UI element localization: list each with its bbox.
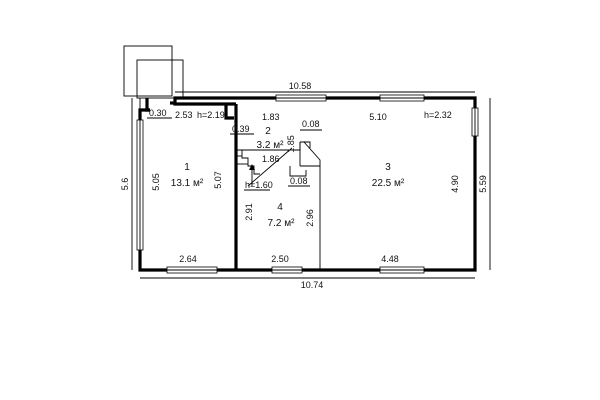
dim-room3-right: 4.90 [450, 175, 460, 193]
room3-area: 22.5 м² [372, 178, 405, 189]
porch-inner-outline [136, 59, 184, 99]
stair-steps [236, 149, 260, 175]
wall-stair-landing [289, 166, 307, 177]
windows [136, 94, 479, 274]
stairs [236, 147, 293, 187]
dim-top-overall: 10.58 [289, 81, 312, 91]
wall-stair-edge [300, 141, 311, 148]
dim-left-overall: 5.6 [120, 178, 130, 191]
stair-arrow-head [249, 164, 255, 170]
interior-walls [224, 104, 321, 270]
room4-number: 4 [277, 202, 283, 213]
room1-area: 13.1 м² [171, 178, 204, 189]
dim-step-039: 0.39 [232, 124, 250, 134]
room1-number: 1 [184, 162, 190, 173]
stair-dim-diagonal [247, 147, 293, 187]
room4-area: 7.2 м² [268, 218, 296, 229]
dim-porch-offset: 0.30 [149, 108, 167, 118]
dim-room3-bottom: 4.48 [381, 254, 399, 264]
room2-area: 3.2 м² [257, 140, 285, 151]
dim-step-008-bottom: 0.08 [290, 176, 308, 186]
stair-diagonal [303, 141, 321, 166]
dim-bottom-overall: 10.74 [301, 280, 324, 290]
dim-room1-right-wall: 5.07 [213, 171, 223, 189]
dimension-lines [131, 91, 491, 279]
porch [123, 45, 184, 118]
dim-room2-h: h=1.60 [245, 180, 273, 190]
dim-room2-width: 1.86 [262, 154, 280, 164]
dim-room4-right: 2.96 [305, 209, 315, 227]
dim-room1-bottom: 2.64 [179, 254, 197, 264]
dim-room4-bottom: 2.50 [271, 254, 289, 264]
dim-room2-side: 1.85 [286, 135, 296, 153]
wall-notch-039 [224, 104, 234, 120]
room2-number: 2 [265, 126, 271, 137]
dim-room3-h: h=2.32 [424, 110, 452, 120]
dim-room1-top: 2.53 [175, 110, 193, 120]
dim-room1-height: 5.05 [151, 173, 161, 191]
room3-number: 3 [385, 162, 391, 173]
dim-step-008-top: 0.08 [302, 119, 320, 129]
dim-room1-h: h=2.19 [197, 110, 225, 120]
dim-right-overall: 5.59 [478, 175, 488, 193]
porch-outer-outline [123, 45, 173, 97]
dim-room3-top: 5.10 [369, 112, 387, 122]
dim-room2-top: 1.83 [262, 112, 280, 122]
dim-room4-left: 2.91 [244, 203, 254, 221]
